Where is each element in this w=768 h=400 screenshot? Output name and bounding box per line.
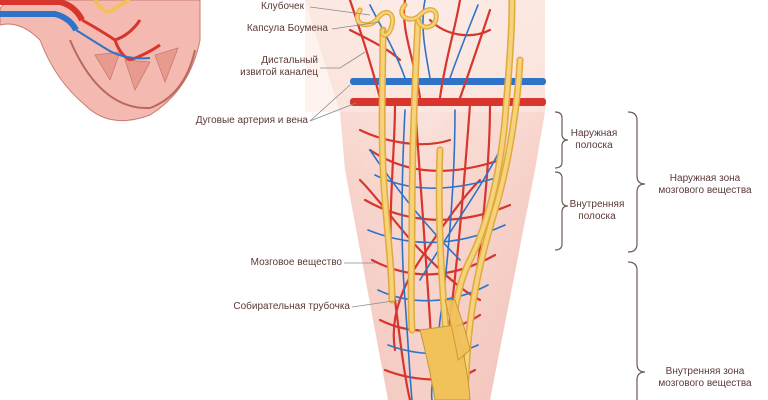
label-outer-stripe-line2: полоска xyxy=(575,140,613,151)
label-distal-tubule: Дистальный извитой каналец xyxy=(240,55,318,79)
bracket-inner-zone xyxy=(627,261,646,400)
label-inner-zone-line1: Внутренняя зона xyxy=(665,366,745,377)
label-outer-stripe-line1: Наружная xyxy=(570,128,618,139)
label-medulla: Мозговое вещество xyxy=(250,257,342,268)
label-bowman-capsule: Капсула Боумена xyxy=(246,23,328,34)
bracket-outer-stripe xyxy=(554,111,569,169)
label-outer-zone: Наружная зона мозгового вещества xyxy=(646,173,764,197)
label-inner-zone: Внутренняя зона мозгового вещества xyxy=(646,366,764,390)
label-glomerulus: Клубочек xyxy=(261,1,304,12)
arcuate-vessels xyxy=(350,78,546,106)
kidney-pyramids xyxy=(94,47,179,92)
label-inner-stripe-line1: Внутренняя xyxy=(569,199,625,210)
label-outer-zone-line2: мозгового вещества xyxy=(658,185,752,196)
label-outer-stripe: Наружная полоска xyxy=(564,128,624,152)
bracket-inner-stripe xyxy=(554,171,569,251)
label-inner-zone-line2: мозгового вещества xyxy=(658,378,752,389)
bracket-outer-zone xyxy=(627,111,646,253)
label-distal-tubule-line2: извитой каналец xyxy=(240,67,318,78)
label-inner-stripe-line2: полоска xyxy=(578,211,616,222)
label-collecting-duct: Собирательная трубочка xyxy=(233,301,350,312)
label-arcuate-vessels: Дуговые артерия и вена xyxy=(195,115,308,126)
leader-lines xyxy=(309,6,401,308)
label-distal-tubule-line1: Дистальный xyxy=(261,55,318,66)
zone-brackets xyxy=(554,111,646,400)
kidney-thumbnail xyxy=(0,0,201,122)
papillary-ducts xyxy=(419,299,471,400)
tubules xyxy=(354,0,524,400)
label-inner-stripe: Внутренняя полоска xyxy=(562,199,632,223)
label-outer-zone-line1: Наружная зона xyxy=(669,173,741,184)
